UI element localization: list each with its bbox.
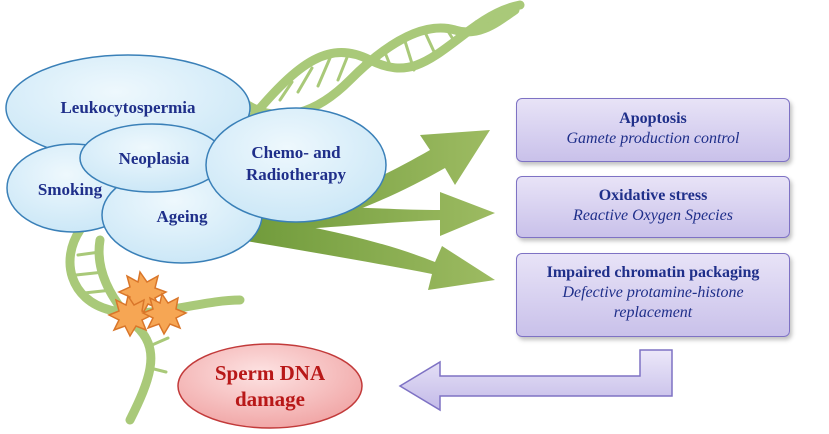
- outcome-line2: damage: [235, 387, 305, 411]
- mechanism-title: Oxidative stress: [598, 187, 708, 204]
- mechanism-subtitle: Reactive Oxygen Species: [573, 207, 733, 224]
- ellipse-chemo-radiotherapy: [205, 107, 387, 223]
- factor-label-ageing: Ageing: [156, 207, 208, 226]
- factor-label-chemo-radiotherapy: Chemo- and Radiotherapy: [226, 142, 366, 186]
- mechanism-subtitle-line2: replacement: [613, 304, 693, 321]
- outcome-ellipse: [177, 343, 363, 429]
- burst-icon: [141, 292, 188, 336]
- mechanism-subtitle: Gamete production control: [566, 130, 740, 147]
- mechanism-title: Apoptosis: [619, 110, 687, 127]
- mechanism-box-chromatin: Impaired chromatin packaging Defective p…: [516, 253, 790, 337]
- mechanism-subtitle: Defective protamine-histone: [562, 284, 744, 301]
- outcome-line1: Sperm DNA: [214, 361, 326, 385]
- damage-burst-icons: [107, 270, 188, 338]
- factor-label-chemo-line1: Chemo- and: [251, 143, 341, 162]
- outcome-label: Sperm DNA damage: [182, 360, 358, 412]
- dna-helix-top: [235, 0, 525, 125]
- factor-label-chemo-line2: Radiotherapy: [245, 165, 347, 184]
- burst-icon: [107, 294, 154, 338]
- mechanism-title: Impaired chromatin packaging: [546, 264, 760, 281]
- dna-strand-bottom: [65, 225, 245, 425]
- factor-label-leukocytospermia: Leukocytospermia: [60, 98, 196, 117]
- factor-label-smoking: Smoking: [37, 180, 103, 199]
- mechanism-box-oxidative-stress: Oxidative stress Reactive Oxygen Species: [516, 176, 790, 238]
- return-arrow: [398, 349, 673, 412]
- factor-label-neoplasia: Neoplasia: [118, 149, 190, 168]
- mechanism-box-apoptosis: Apoptosis Gamete production control: [516, 98, 790, 162]
- factor-ellipses: [5, 54, 387, 264]
